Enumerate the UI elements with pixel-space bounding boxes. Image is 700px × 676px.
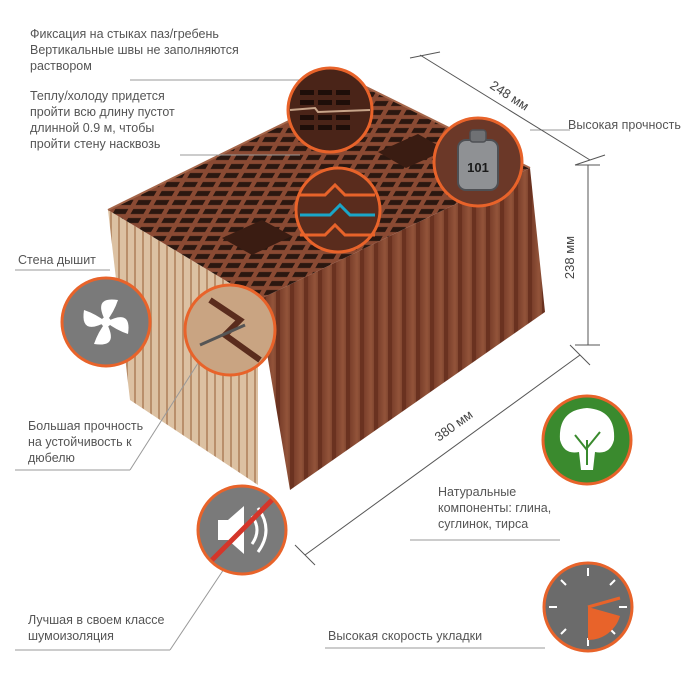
leader-sound-diag [169, 559, 231, 651]
label-anchor-strength: Большая прочность на устойчивость к дюбе… [28, 419, 144, 465]
dim-tick-depth-end [574, 154, 606, 166]
label-natural-components: Натуральные компоненты: глина, суглинок,… [438, 485, 552, 531]
weight-badge: 101 [467, 160, 489, 175]
dim-line-depth [419, 54, 591, 161]
dimension-lines [294, 51, 606, 566]
dim-tick-length-start [294, 544, 316, 566]
breathing-icon [60, 276, 152, 368]
callout-joint [286, 66, 374, 154]
strike-icon [210, 498, 274, 562]
label-laying-speed: Высокая скорость укладки [328, 629, 483, 643]
callout-heat-path [294, 166, 382, 254]
callout-anchor [183, 283, 277, 377]
leader-lines [15, 79, 570, 651]
label-high-strength: Высокая прочность [568, 118, 681, 132]
block-grip-hole-right [378, 134, 446, 168]
clock-icon [542, 561, 634, 653]
label-breathing-wall: Стена дышит [18, 253, 96, 267]
callout-strength [432, 116, 524, 208]
label-sound-insulation: Лучшая в своем классе шумоизоляция [28, 613, 165, 643]
dim-tick-length-end [569, 344, 591, 366]
block-grip-hole-left [222, 220, 292, 255]
label-joint-fixation: Фиксация на стыках паз/гребень Вертикаль… [30, 27, 239, 73]
dimension-height: 238 мм [562, 235, 578, 280]
label-heat-path: Теплу/холоду придется пройти всю длину п… [30, 89, 175, 151]
tree-icon [541, 394, 633, 486]
leader-anchor-diag [129, 359, 201, 471]
dim-tick-depth-start [409, 51, 441, 59]
block-front-face [258, 168, 545, 490]
sound-insulation-icon [196, 484, 288, 576]
block-side-face [108, 210, 258, 485]
dim-line-length [304, 354, 581, 556]
dowel-icon [199, 323, 246, 347]
